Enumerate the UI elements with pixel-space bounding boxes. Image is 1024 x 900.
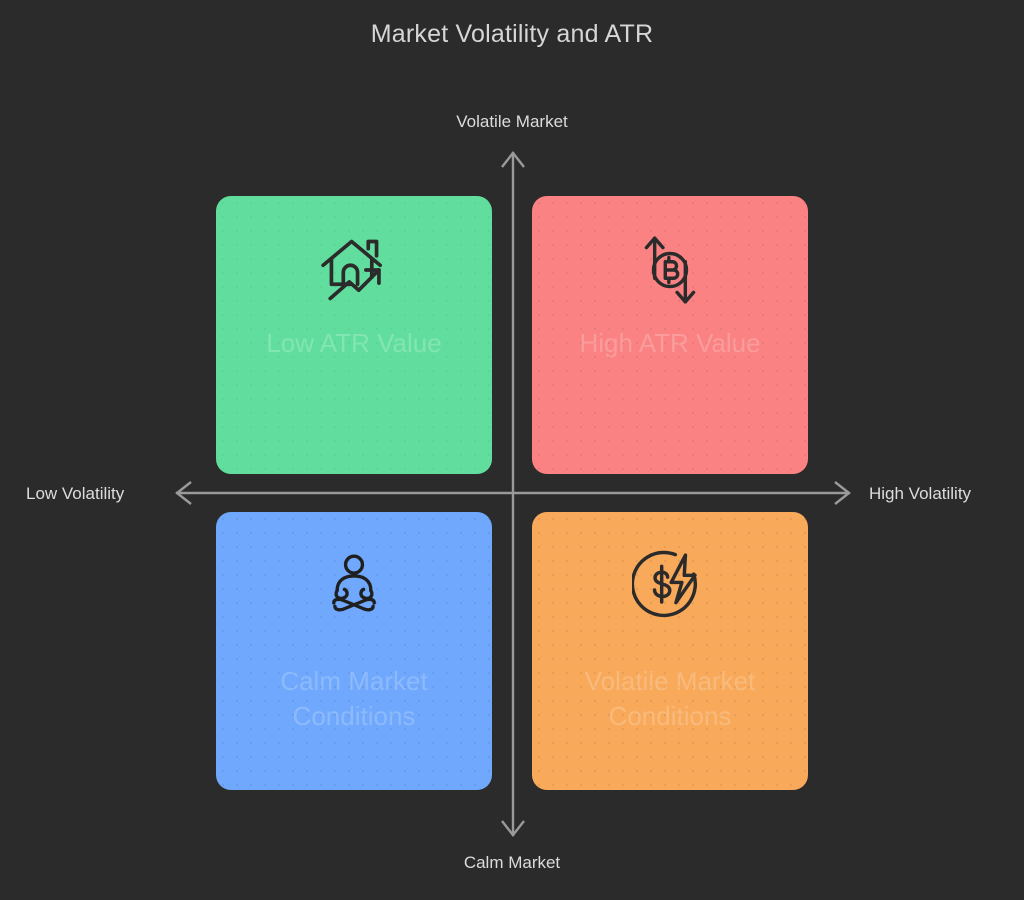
axis-label-calm-market: Calm Market (463, 853, 561, 872)
quadrant-label: Calm Market Conditions (280, 666, 428, 731)
quadrant-card-calm-market-conditions[interactable]: Calm Market Conditions (216, 512, 492, 790)
axis-arrow-right (834, 481, 851, 505)
quadrant-card-volatile-market-conditions[interactable]: Volatile Market Conditions (532, 512, 808, 790)
axis-label-volatile-market: Volatile Market (456, 112, 568, 131)
quadrant-label: Volatile Market Conditions (584, 666, 756, 731)
bitcoin-volatility-arrows-icon (628, 228, 712, 312)
axis-arrow-up (501, 151, 525, 168)
quadrant-label: Low ATR Value (266, 328, 442, 358)
axis-arrow-left (175, 481, 192, 505)
quadrant-label: High ATR Value (579, 328, 761, 358)
axis-label-high-volatility: High Volatility (869, 484, 972, 503)
quadrant-card-low-atr-value[interactable]: Low ATR Value (216, 196, 492, 474)
quadrant-card-high-atr-value[interactable]: High ATR Value (532, 196, 808, 474)
axis-label-low-volatility: Low Volatility (26, 484, 125, 503)
meditation-lotus-icon (312, 544, 396, 628)
page-title: Market Volatility and ATR (370, 20, 654, 48)
dollar-lightning-icon (628, 544, 712, 628)
axis-arrow-down (501, 820, 525, 837)
house-rising-trend-icon (312, 228, 396, 312)
